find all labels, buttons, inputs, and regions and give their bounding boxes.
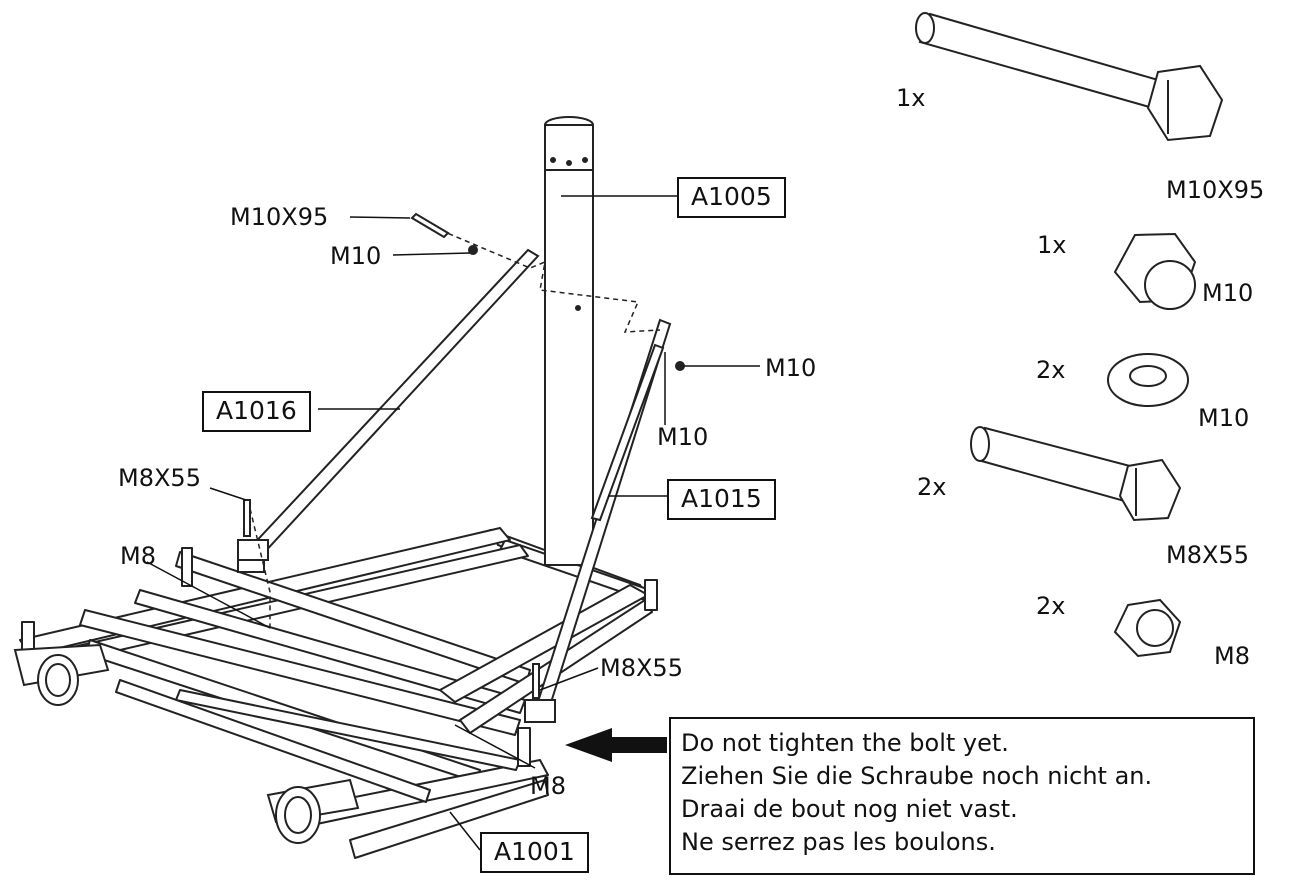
callout-bolt-top: M10X95	[230, 203, 329, 231]
drawing-hardware	[243, 212, 685, 699]
notice-line-nl: Draai de bout nog niet vast.	[681, 795, 1018, 823]
wheels	[13, 643, 360, 844]
main-pole	[544, 116, 594, 566]
notice-line-en: Do not tighten the bolt yet.	[681, 729, 1009, 757]
hardware-spec-1: M10X95	[1166, 176, 1265, 204]
notice-box: Do not tighten the bolt yet. Ziehen Sie …	[669, 717, 1255, 875]
part-label-right-brace: A1015	[667, 479, 776, 520]
arrow-icon	[565, 728, 667, 762]
callout-bolt-left: M8X55	[118, 464, 201, 492]
right-brace	[524, 318, 672, 723]
leader-lines	[146, 195, 760, 851]
callout-washer-right: M10	[657, 423, 709, 451]
part-label-base-frame: A1001	[480, 832, 589, 873]
hardware-qty-1: 1x	[896, 84, 926, 112]
hardware-qty-5: 2x	[1036, 592, 1066, 620]
callout-nut-bottom: M8	[530, 772, 566, 800]
hardware-spec-3: M10	[1198, 404, 1250, 432]
hardware-qty-3: 2x	[1036, 356, 1066, 384]
hardware-spec-2: M10	[1202, 279, 1254, 307]
hardware-qty-2: 1x	[1037, 231, 1067, 259]
notice-line-de: Ziehen Sie die Schraube noch nicht an.	[681, 762, 1153, 790]
callout-nut-left: M8	[120, 542, 156, 570]
base-frame	[19, 527, 658, 859]
hardware-list-icons	[915, 12, 1224, 658]
notice-line-fr: Ne serrez pas les boulons.	[681, 828, 996, 856]
hardware-qty-4: 2x	[917, 473, 947, 501]
hardware-spec-4: M8X55	[1166, 541, 1249, 569]
callout-bolt-right: M8X55	[600, 654, 683, 682]
hardware-spec-5: M8	[1214, 642, 1250, 670]
callout-nut-right: M10	[765, 354, 817, 382]
part-label-left-brace: A1016	[202, 391, 311, 432]
callout-nut-top: M10	[330, 242, 382, 270]
part-label-main-pole: A1005	[677, 177, 786, 218]
